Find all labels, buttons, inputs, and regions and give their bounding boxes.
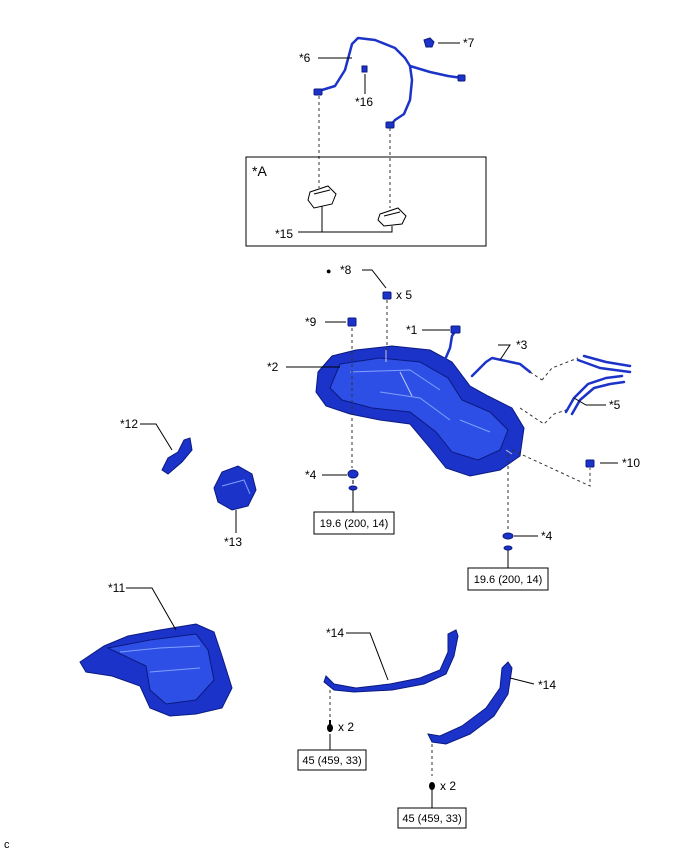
sub-view-label: *A <box>252 163 267 179</box>
callout-6: *6 <box>299 51 311 65</box>
callout-14-left: *14 <box>326 626 344 640</box>
callout-8: *8 <box>340 263 352 277</box>
quantity-part-14-right: x 2 <box>440 779 456 793</box>
non-reusable-mark: ● <box>326 266 331 276</box>
callout-13: *13 <box>224 535 242 549</box>
callout-12: *12 <box>120 417 138 431</box>
bolt-part-8 <box>382 291 392 300</box>
torque-box-part-14-right <box>397 807 467 829</box>
bolt-part-10 <box>585 459 595 468</box>
nut-part-4-right <box>502 532 514 540</box>
torque-box-part-4-right <box>467 567 549 591</box>
callout-1: *1 <box>406 323 418 337</box>
callout-15: *15 <box>275 227 293 241</box>
clamp-part-15-right <box>377 207 407 227</box>
protector-part-11 <box>79 623 233 717</box>
band-part-14-left <box>323 629 459 693</box>
clip-part-7 <box>423 37 435 48</box>
torque-value-part-14-left: 45 (459, 33) <box>302 755 361 767</box>
quantity-part-8: x 5 <box>396 288 412 302</box>
torque-value-part-4-left: 19.6 (200, 14) <box>320 518 389 530</box>
clip-part-16 <box>361 65 368 73</box>
callout-5: *5 <box>609 398 621 412</box>
callout-7: *7 <box>463 36 475 50</box>
callout-2: *2 <box>267 360 279 374</box>
torque-value-part-4-right: 19.6 (200, 14) <box>474 574 543 586</box>
quantity-part-14-left: x 2 <box>338 720 354 734</box>
callout-3: *3 <box>516 338 528 352</box>
callout-10: *10 <box>622 456 640 470</box>
callout-11: *11 <box>108 581 125 595</box>
torque-box-part-14-left <box>297 749 367 771</box>
sub-view-box <box>245 156 487 247</box>
bracket-part-12 <box>161 437 193 475</box>
corner-code: c <box>4 839 10 851</box>
callout-9: *9 <box>305 315 317 329</box>
fuel-pipe-assembly <box>313 36 466 129</box>
clamp-part-15-left <box>307 185 337 209</box>
callout-14-right: *14 <box>538 678 556 692</box>
callout-4-right: *4 <box>541 529 553 543</box>
bolt-part-9 <box>347 317 357 327</box>
band-part-14-right <box>427 661 513 745</box>
callout-16: *16 <box>355 95 373 109</box>
protector-part-13 <box>213 465 257 511</box>
fuel-tank <box>315 345 525 477</box>
callout-4-left: *4 <box>305 468 317 482</box>
nut-part-4-left <box>347 469 359 479</box>
torque-value-part-14-right: 45 (459, 33) <box>402 813 461 825</box>
torque-box-part-4-left <box>313 511 395 535</box>
